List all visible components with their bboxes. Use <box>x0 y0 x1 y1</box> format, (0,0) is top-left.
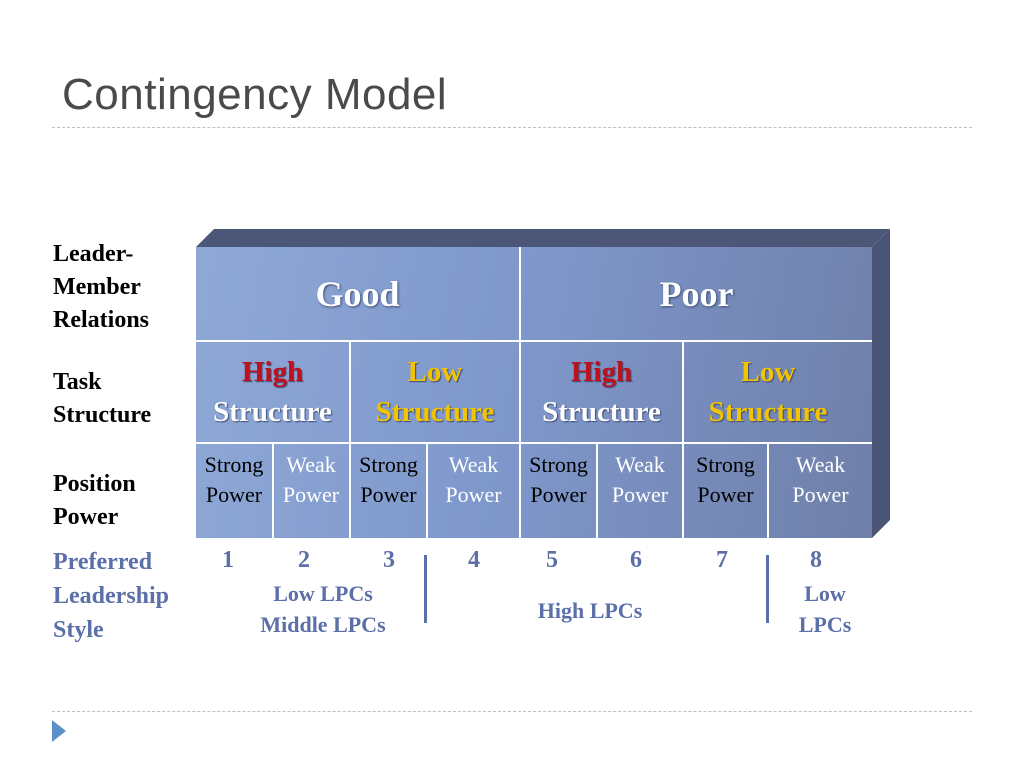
octant-number: 3 <box>383 547 395 573</box>
task-word: Structure <box>213 396 332 428</box>
power-level: Strong <box>529 452 588 477</box>
power-divider <box>272 444 274 538</box>
power-divider <box>426 444 428 538</box>
task-divider-right <box>682 342 684 538</box>
leader-member-relations-label: Leader- Member Relations <box>53 238 149 337</box>
power-word: Power <box>530 482 587 507</box>
box-top-face <box>196 229 890 247</box>
octant-number: 1 <box>222 547 234 573</box>
preferred-leadership-style-label: Preferred Leadership Style <box>53 545 169 647</box>
octant-number: 4 <box>468 547 480 573</box>
power-level: Strong <box>359 452 418 477</box>
label-line: Position <box>53 471 136 497</box>
triangle-bullet-icon <box>52 720 66 742</box>
power-level: Weak <box>795 452 846 477</box>
task-word: Structure <box>375 396 495 428</box>
task-level: Low <box>407 356 463 388</box>
power-divider <box>596 444 598 538</box>
power-divider <box>767 444 769 538</box>
task-level: High <box>241 356 304 388</box>
contingency-table: Good Poor High Structure Low Structure H… <box>196 247 872 538</box>
power-word: Power <box>360 482 417 507</box>
position-power-cell: Strong Power <box>196 444 272 538</box>
power-word: Power <box>792 482 849 507</box>
power-word: Power <box>282 482 340 507</box>
center-divider <box>519 247 521 538</box>
power-level: Weak <box>286 452 336 477</box>
row-divider-2 <box>196 442 872 444</box>
task-structure-cell: Low Structure <box>684 342 852 442</box>
position-power-cell: Weak Power <box>428 444 519 538</box>
box-side-face <box>872 229 890 538</box>
task-level: Low <box>740 356 796 388</box>
label-line: Task <box>53 369 102 395</box>
position-power-cell: Strong Power <box>684 444 767 538</box>
octant-number: 8 <box>810 547 822 573</box>
power-word: Power <box>205 482 263 507</box>
label-line: Structure <box>53 402 152 428</box>
lmr-poor-cell: Poor <box>659 273 734 314</box>
footer-divider <box>52 711 972 712</box>
power-level: Weak <box>448 452 499 477</box>
position-power-cell: Weak Power <box>274 444 348 538</box>
octant-number: 6 <box>630 547 642 573</box>
power-level: Weak <box>615 452 665 477</box>
task-structure-cell: High Structure <box>196 342 349 442</box>
octant-number: 7 <box>716 547 728 573</box>
style-line: Low LPCs <box>273 581 373 606</box>
position-power-label: Position Power <box>53 468 136 534</box>
label-line: Power <box>53 504 119 530</box>
label-line: Member <box>53 274 141 300</box>
group-separator <box>766 555 769 623</box>
label-line: Leadership <box>53 583 170 609</box>
style-group-low-lpc: Low LPCs <box>785 578 865 640</box>
style-group-low-middle-lpc: Low LPCs Middle LPCs <box>243 578 403 640</box>
style-group-high-lpc: High LPCs <box>537 598 643 623</box>
power-word: Power <box>445 482 502 507</box>
title-divider <box>52 127 972 128</box>
task-word: Structure <box>542 396 661 428</box>
power-level: Strong <box>696 452 755 477</box>
position-power-cell: Strong Power <box>351 444 426 538</box>
label-line: Relations <box>53 307 149 333</box>
position-power-cell: Weak Power <box>598 444 682 538</box>
power-word: Power <box>697 482 754 507</box>
task-structure-cell: Low Structure <box>351 342 519 442</box>
task-divider-left <box>349 342 351 538</box>
style-line: Middle LPCs <box>260 612 386 637</box>
power-level: Strong <box>204 452 264 477</box>
octant-number: 2 <box>298 547 310 573</box>
position-power-cell: Strong Power <box>521 444 596 538</box>
task-structure-label: Task Structure <box>53 366 151 432</box>
style-line: Low <box>804 581 846 606</box>
label-line: Style <box>53 617 104 643</box>
lmr-good-cell: Good <box>315 273 400 314</box>
label-line: Leader- <box>53 241 134 267</box>
task-structure-cell: High Structure <box>521 342 682 442</box>
group-separator <box>424 555 427 623</box>
task-word: Structure <box>708 396 828 428</box>
task-level: High <box>570 356 633 388</box>
power-word: Power <box>611 482 669 507</box>
position-power-cell: Weak Power <box>769 444 872 538</box>
slide-title: Contingency Model <box>62 70 448 119</box>
octant-number: 5 <box>546 547 558 573</box>
style-line: LPCs <box>798 612 852 637</box>
row-divider-1 <box>196 340 872 342</box>
label-line: Preferred <box>53 549 153 575</box>
